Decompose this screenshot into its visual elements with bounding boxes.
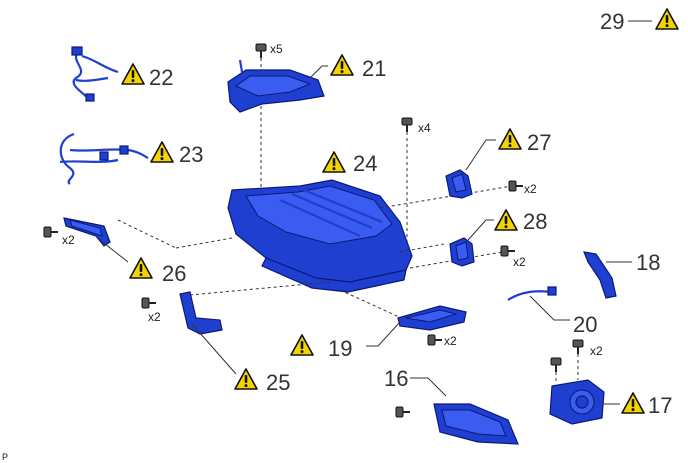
wire-harness-23 [59, 132, 149, 185]
bolt-icon [141, 297, 157, 309]
bolt-icon [255, 43, 267, 59]
qty-27: x2 [524, 182, 537, 196]
warning-triangle-icon [322, 151, 346, 173]
callout-26: 26 [162, 261, 186, 286]
callout-20: 20 [573, 312, 597, 337]
bolt-icon [572, 339, 584, 355]
cover-16 [433, 403, 519, 445]
callout-22: 22 [149, 65, 173, 90]
qty-21: x5 [270, 42, 283, 56]
warning-triangle-icon [655, 8, 679, 30]
callout-29: 29 [600, 9, 624, 34]
qty-24: x4 [418, 121, 431, 135]
callout-16: 16 [384, 366, 408, 391]
bracket-19 [397, 305, 467, 331]
bolt-icon [401, 117, 413, 133]
warning-triangle-icon [498, 128, 522, 150]
bolt-icon [508, 180, 524, 192]
warning-triangle-icon [621, 392, 645, 414]
top-cover-21 [227, 59, 325, 113]
qty-19: x2 [444, 334, 457, 348]
callout-19: 19 [328, 336, 352, 361]
callout-17: 17 [648, 393, 672, 418]
bracket-18 [583, 251, 617, 299]
hv-battery-assembly-24 [227, 179, 413, 293]
warning-triangle-icon [234, 368, 258, 390]
callout-28: 28 [523, 209, 547, 234]
warning-triangle-icon [129, 257, 153, 279]
relay-block-17 [549, 379, 605, 425]
corner-label: P [2, 452, 8, 462]
bolt-icon [550, 357, 562, 373]
callout-18: 18 [636, 250, 660, 275]
bracket-28 [449, 237, 475, 267]
callout-24: 24 [353, 151, 377, 176]
qty-17: x2 [590, 344, 603, 358]
bolt-icon [395, 406, 411, 418]
bracket-26 [63, 217, 111, 247]
warning-triangle-icon [121, 63, 145, 85]
bracket-27 [445, 169, 473, 199]
wire-20 [507, 286, 557, 301]
bracket-25 [179, 291, 223, 335]
callout-25: 25 [266, 370, 290, 395]
wire-harness-22 [71, 46, 119, 102]
bolt-icon [43, 226, 59, 238]
qty-26: x2 [62, 233, 75, 247]
callout-21: 21 [362, 56, 386, 81]
bolt-icon [427, 334, 443, 346]
callout-23: 23 [179, 142, 203, 167]
qty-25: x2 [148, 310, 161, 324]
qty-28: x2 [513, 255, 526, 269]
warning-triangle-icon [330, 54, 354, 76]
warning-triangle-icon [150, 141, 174, 163]
callout-27: 27 [527, 130, 551, 155]
warning-triangle-icon [290, 334, 314, 356]
warning-triangle-icon [494, 209, 518, 231]
